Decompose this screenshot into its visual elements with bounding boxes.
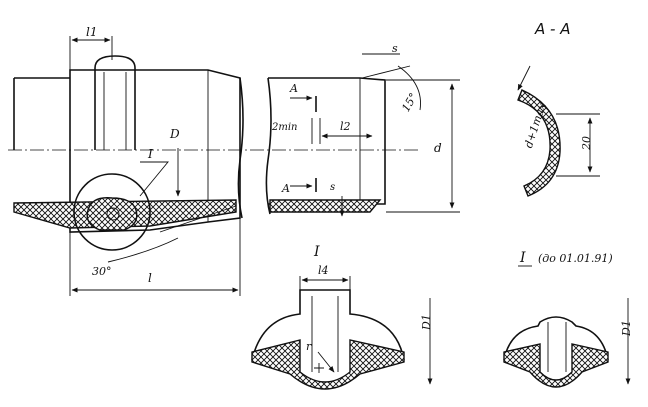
r-leader xyxy=(317,351,335,373)
detail-inner xyxy=(311,296,339,372)
label-s-top: s xyxy=(392,42,398,55)
label-15deg: 15° xyxy=(399,91,420,114)
label-2min: 2min xyxy=(271,122,297,133)
angle-line xyxy=(159,205,237,233)
coupling-outline xyxy=(69,69,241,233)
l1-extension xyxy=(69,36,113,70)
chamfer-line xyxy=(361,65,411,79)
detail-seal-fill xyxy=(251,339,405,390)
section-a-a: A - A d+1max 20 xyxy=(517,20,600,197)
detail-I: I l4 r D1 xyxy=(251,244,433,390)
label-l: l xyxy=(148,271,152,285)
detail-seal xyxy=(86,197,138,231)
detail-circle xyxy=(73,173,151,251)
label-r: r xyxy=(306,340,312,353)
label-A-bottom: A xyxy=(281,182,290,195)
l-extension xyxy=(69,218,241,296)
detail-old-title: I xyxy=(519,250,526,266)
center-mark xyxy=(314,363,324,373)
seal-ring xyxy=(106,207,120,221)
l4-extension xyxy=(299,276,351,290)
label-A-top: A xyxy=(289,82,298,95)
main-view xyxy=(8,55,420,263)
detail-old-inner xyxy=(547,322,567,372)
angle-15-arc xyxy=(397,65,421,111)
socket-inner xyxy=(103,72,127,150)
callout-I-leader xyxy=(139,161,169,197)
label-l4: l4 xyxy=(318,264,329,277)
section-arrow xyxy=(517,65,531,91)
dim20-extension xyxy=(556,113,600,177)
detail-old-seal xyxy=(503,343,609,388)
d-extension xyxy=(386,79,460,213)
socket-collar xyxy=(94,55,136,150)
detail-profile xyxy=(251,289,405,361)
label-l2: l2 xyxy=(340,120,351,133)
label-s: s xyxy=(330,182,335,193)
label-d-plus: d+1max xyxy=(522,101,549,150)
label-D: D xyxy=(169,127,180,141)
label-D1-b: D1 xyxy=(620,320,633,337)
section-arc xyxy=(517,89,561,197)
label-d: d xyxy=(434,141,442,155)
detail-old-note: (до 01.01.91) xyxy=(538,252,613,265)
angle-arc xyxy=(107,237,179,263)
detail-title: I xyxy=(313,244,320,260)
seal-layer-right xyxy=(269,199,382,213)
label-callout-I: I xyxy=(147,147,153,161)
detail-old-profile xyxy=(503,316,609,361)
break-left xyxy=(237,77,244,219)
label-20: 20 xyxy=(580,136,593,151)
label-D1-a: D1 xyxy=(420,314,433,331)
detail-I-old: I (до 01.01.91) D1 xyxy=(503,250,633,388)
dimensions-main: l1 l 30° D I A A 2min l2 s s 15° xyxy=(69,25,460,296)
label-l1: l1 xyxy=(86,25,97,39)
label-30deg: 30° xyxy=(92,265,112,278)
break-right xyxy=(265,77,272,215)
slot-lines xyxy=(311,118,321,144)
section-title: A - A xyxy=(534,20,570,38)
